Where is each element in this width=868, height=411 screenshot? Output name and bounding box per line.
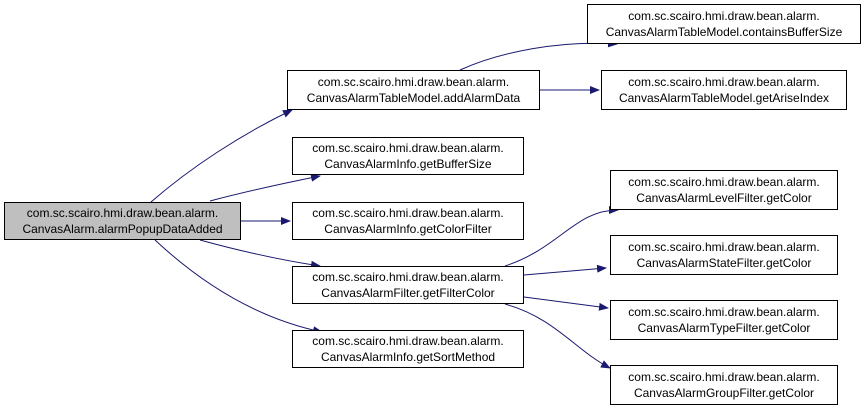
node-label-line2: CanvasAlarmTableModel.getAriseIndex: [618, 91, 830, 105]
node-label-line2: CanvasAlarmTypeFilter.getColor: [637, 321, 811, 335]
edge-root-to-getBufferSize: [209, 173, 321, 202]
node-containsBufferSize[interactable]: com.sc.scairo.hmi.draw.bean.alarm. Canva…: [587, 4, 861, 44]
edge-getFilterColor-to-groupGetColor: [504, 303, 611, 369]
node-getSortMethod[interactable]: com.sc.scairo.hmi.draw.bean.alarm. Canva…: [292, 330, 524, 368]
node-label-line2: CanvasAlarmInfo.getSortMethod: [320, 350, 496, 364]
node-getColorFilter[interactable]: com.sc.scairo.hmi.draw.bean.alarm. Canva…: [292, 202, 524, 240]
node-label-line1: com.sc.scairo.hmi.draw.bean.alarm.: [628, 75, 820, 89]
node-label-line1: com.sc.scairo.hmi.draw.bean.alarm.: [628, 9, 820, 23]
edge-addAlarmData-to-containsBufferSize: [459, 39, 618, 71]
node-typeGetColor[interactable]: com.sc.scairo.hmi.draw.bean.alarm. Canva…: [610, 300, 838, 340]
node-label-line1: com.sc.scairo.hmi.draw.bean.alarm.: [312, 334, 504, 348]
edge-getFilterColor-to-levelGetColor: [504, 206, 619, 267]
node-addAlarmData[interactable]: com.sc.scairo.hmi.draw.bean.alarm. Canva…: [287, 70, 540, 110]
node-label-line2: CanvasAlarm.alarmPopupDataAdded: [22, 222, 223, 236]
node-label-line2: CanvasAlarmStateFilter.getColor: [636, 256, 812, 270]
edge-getFilterColor-to-typeGetColor: [523, 296, 609, 311]
node-label-line1: com.sc.scairo.hmi.draw.bean.alarm.: [312, 141, 504, 155]
node-label-line1: com.sc.scairo.hmi.draw.bean.alarm.: [628, 370, 820, 384]
node-label-line1: com.sc.scairo.hmi.draw.bean.alarm.: [628, 175, 820, 189]
node-label-line2: CanvasAlarmLevelFilter.getColor: [636, 191, 812, 205]
node-label-line2: CanvasAlarmGroupFilter.getColor: [633, 386, 815, 400]
node-stateGetColor[interactable]: com.sc.scairo.hmi.draw.bean.alarm. Canva…: [610, 235, 838, 275]
node-label-line2: CanvasAlarmInfo.getColorFilter: [324, 222, 492, 236]
node-label-line2: CanvasAlarmTableModel.containsBufferSize: [605, 25, 843, 39]
node-label-line2: CanvasAlarmFilter.getFilterColor: [321, 286, 495, 300]
edge-root-to-addAlarmData: [150, 109, 293, 203]
node-label-line1: com.sc.scairo.hmi.draw.bean.alarm.: [628, 240, 820, 254]
node-getFilterColor[interactable]: com.sc.scairo.hmi.draw.bean.alarm. Canva…: [292, 266, 524, 304]
edge-root-to-getFilterColor: [199, 239, 321, 269]
edge-getFilterColor-to-stateGetColor: [523, 264, 607, 276]
node-label-line1: com.sc.scairo.hmi.draw.bean.alarm.: [312, 270, 504, 284]
node-getAriseIndex[interactable]: com.sc.scairo.hmi.draw.bean.alarm. Canva…: [601, 70, 847, 110]
node-levelGetColor[interactable]: com.sc.scairo.hmi.draw.bean.alarm. Canva…: [610, 170, 838, 210]
node-label-line1: com.sc.scairo.hmi.draw.bean.alarm.: [312, 206, 504, 220]
node-groupGetColor[interactable]: com.sc.scairo.hmi.draw.bean.alarm. Canva…: [610, 365, 838, 405]
node-label-line1: com.sc.scairo.hmi.draw.bean.alarm.: [26, 206, 219, 220]
node-label-line1: com.sc.scairo.hmi.draw.bean.alarm.: [628, 305, 820, 319]
node-getBufferSize[interactable]: com.sc.scairo.hmi.draw.bean.alarm. Canva…: [292, 137, 524, 175]
node-label-line1: com.sc.scairo.hmi.draw.bean.alarm.: [317, 75, 510, 89]
node-label-line2: CanvasAlarmInfo.getBufferSize: [324, 157, 492, 171]
edge-root-to-getSortMethod: [154, 239, 323, 335]
node-label-line2: CanvasAlarmTableModel.addAlarmData: [306, 91, 521, 105]
node-root[interactable]: com.sc.scairo.hmi.draw.bean.alarm. Canva…: [4, 202, 241, 240]
